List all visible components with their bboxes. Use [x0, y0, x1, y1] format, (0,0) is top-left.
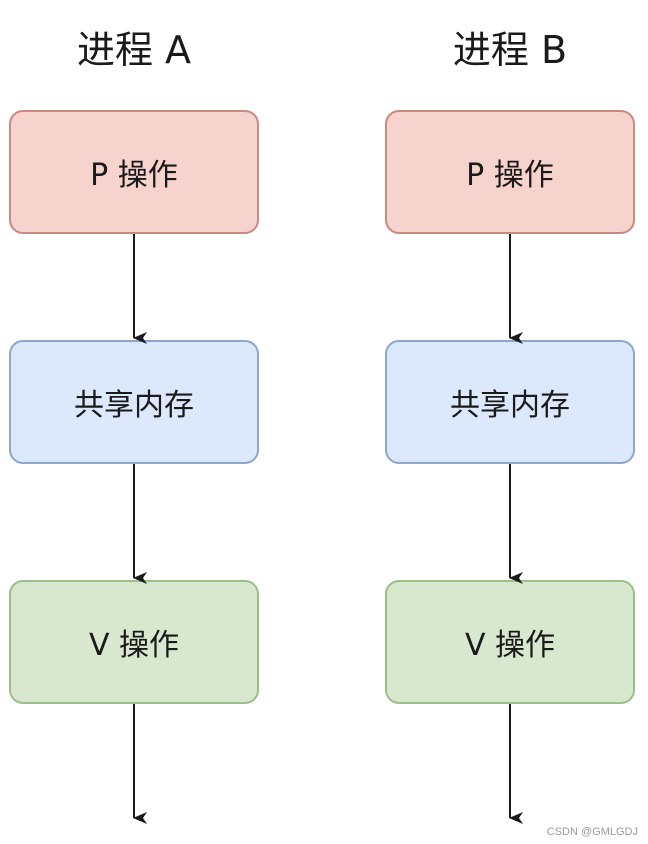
- process-a-v-operation-label: V 操作: [88, 628, 180, 663]
- process-b-v-operation-box: V 操作: [385, 580, 635, 704]
- process-a-p-operation-label: P 操作: [90, 158, 178, 193]
- process-b-p-operation-label: P 操作: [466, 158, 554, 193]
- process-b-title: 进程 B: [452, 28, 568, 72]
- process-b-p-operation-box: P 操作: [385, 110, 635, 234]
- process-a-v-operation-box: V 操作: [9, 580, 259, 704]
- process-b-shared-memory-label: 共享内存: [450, 388, 570, 423]
- process-b-v-operation-label: V 操作: [464, 628, 556, 663]
- process-a-p-operation-box: P 操作: [9, 110, 259, 234]
- process-a-title: 进程 A: [76, 28, 192, 72]
- watermark-text: CSDN @GMLGDJ: [546, 826, 638, 838]
- process-a-shared-memory-box: 共享内存: [9, 340, 259, 464]
- process-a-shared-memory-label: 共享内存: [74, 388, 194, 423]
- process-b-shared-memory-box: 共享内存: [385, 340, 635, 464]
